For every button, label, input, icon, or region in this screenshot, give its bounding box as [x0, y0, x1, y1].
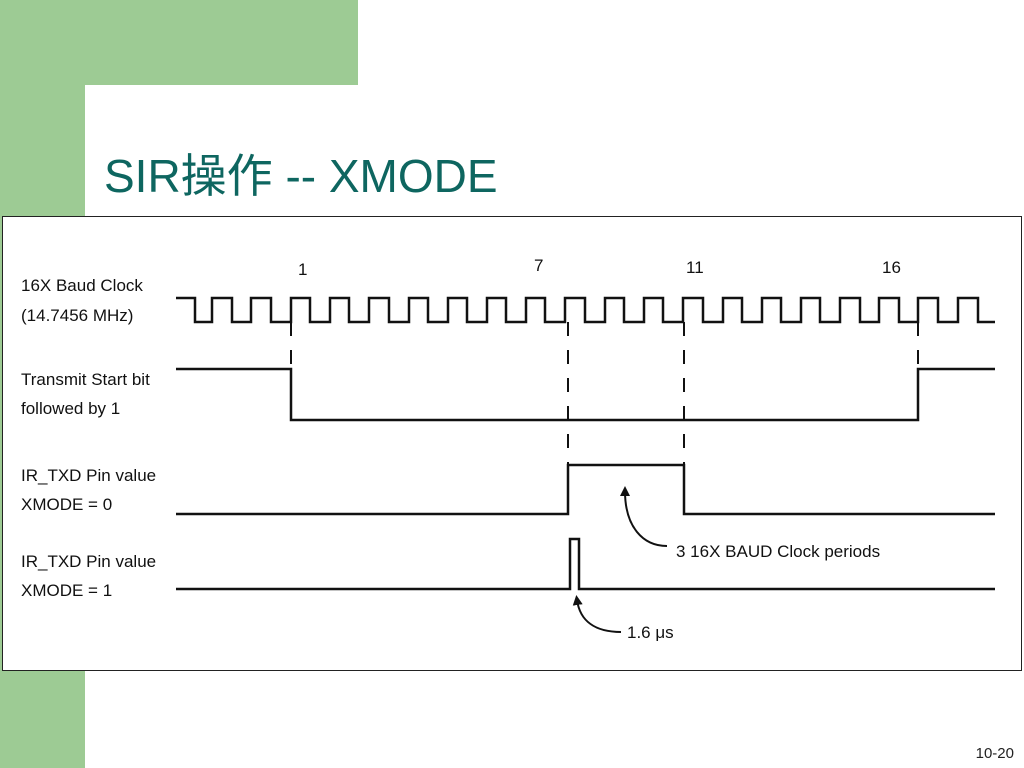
- start-bit-label-line1: Transmit Start bit: [21, 370, 150, 389]
- xmode1-label-line2: XMODE = 1: [21, 581, 112, 600]
- xmode0-waveform: [176, 463, 995, 516]
- clock-marker-16: 16: [882, 258, 901, 277]
- clock-periods-arrow: [620, 486, 668, 547]
- start-bit-waveform: [176, 367, 995, 422]
- pulse-width-note: 1.6 μs: [627, 623, 674, 642]
- xmode1-waveform: [176, 537, 995, 591]
- pulse-width-arrow: [572, 595, 622, 633]
- clock-marker-7: 7: [534, 256, 543, 275]
- page-number: 10-20: [975, 745, 1014, 762]
- baud-clock-waveform: [176, 296, 995, 324]
- clock-periods-note: 3 16X BAUD Clock periods: [676, 542, 880, 561]
- clock-marker-11: 11: [686, 258, 704, 277]
- xmode0-label-line2: XMODE = 0: [21, 495, 112, 514]
- clock-marker-1: 1: [298, 260, 307, 279]
- clock-label-line2: (14.7456 MHz): [21, 306, 133, 325]
- start-bit-label-line2: followed by 1: [21, 399, 120, 418]
- clock-label-line1: 16X Baud Clock: [21, 276, 143, 295]
- xmode1-label-line1: IR_TXD Pin value: [21, 552, 156, 571]
- timing-diagram: 16X Baud Clock (14.7456 MHz) Transmit St…: [2, 216, 1022, 671]
- timing-diagram-svg: 16X Baud Clock (14.7456 MHz) Transmit St…: [21, 256, 995, 642]
- xmode0-label-line1: IR_TXD Pin value: [21, 466, 156, 485]
- slide-title: SIR操作 -- XMODE: [104, 150, 498, 202]
